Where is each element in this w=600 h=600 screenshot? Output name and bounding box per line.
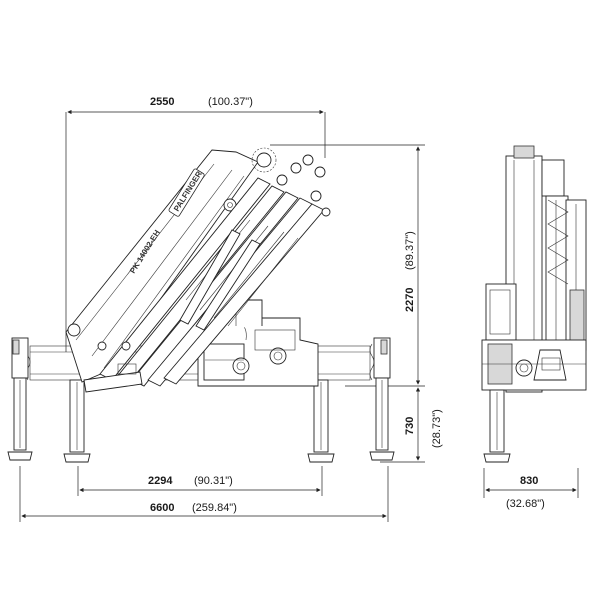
base-height-value: 730 (404, 417, 416, 435)
side-width-value: 830 (520, 475, 538, 487)
boom-heel (83, 341, 143, 393)
inner-stab-inch: (90.31") (194, 475, 233, 487)
end-elevation (481, 145, 587, 463)
end-base (481, 283, 587, 391)
top-width-value: 2550 (150, 96, 174, 108)
boom-height-inch: (89.37") (404, 231, 416, 270)
top-width-inch: (100.37") (208, 96, 253, 108)
side-elevation: PK 14002-EH PALFINGER (7, 147, 395, 463)
gear-wheel (251, 147, 277, 173)
boom-height-value: 2270 (404, 288, 416, 312)
outer-stabiliser-left (7, 337, 33, 461)
outer-stab-value: 6600 (150, 502, 174, 514)
dimension-top-width: 2550 (100.37") (65, 96, 326, 352)
inner-stabiliser-left (63, 379, 91, 463)
dimension-side-width: 830 (32.68") (483, 468, 579, 510)
base-height-inch: (28.73") (431, 409, 443, 448)
inner-stab-value: 2294 (148, 475, 173, 487)
outer-stab-inch: (259.84") (192, 502, 237, 514)
inner-stabiliser-right (307, 379, 335, 463)
end-stabiliser-leg (483, 389, 511, 463)
dimension-vertical: 2270 (89.37") 730 (28.73") (270, 144, 443, 463)
dimension-bottom: 2294 (90.31") 6600 (259.84") (19, 466, 389, 522)
outer-stabiliser-right (369, 337, 395, 461)
hydraulic-cylinders (179, 154, 331, 331)
side-width-inch: (32.68") (506, 498, 545, 510)
